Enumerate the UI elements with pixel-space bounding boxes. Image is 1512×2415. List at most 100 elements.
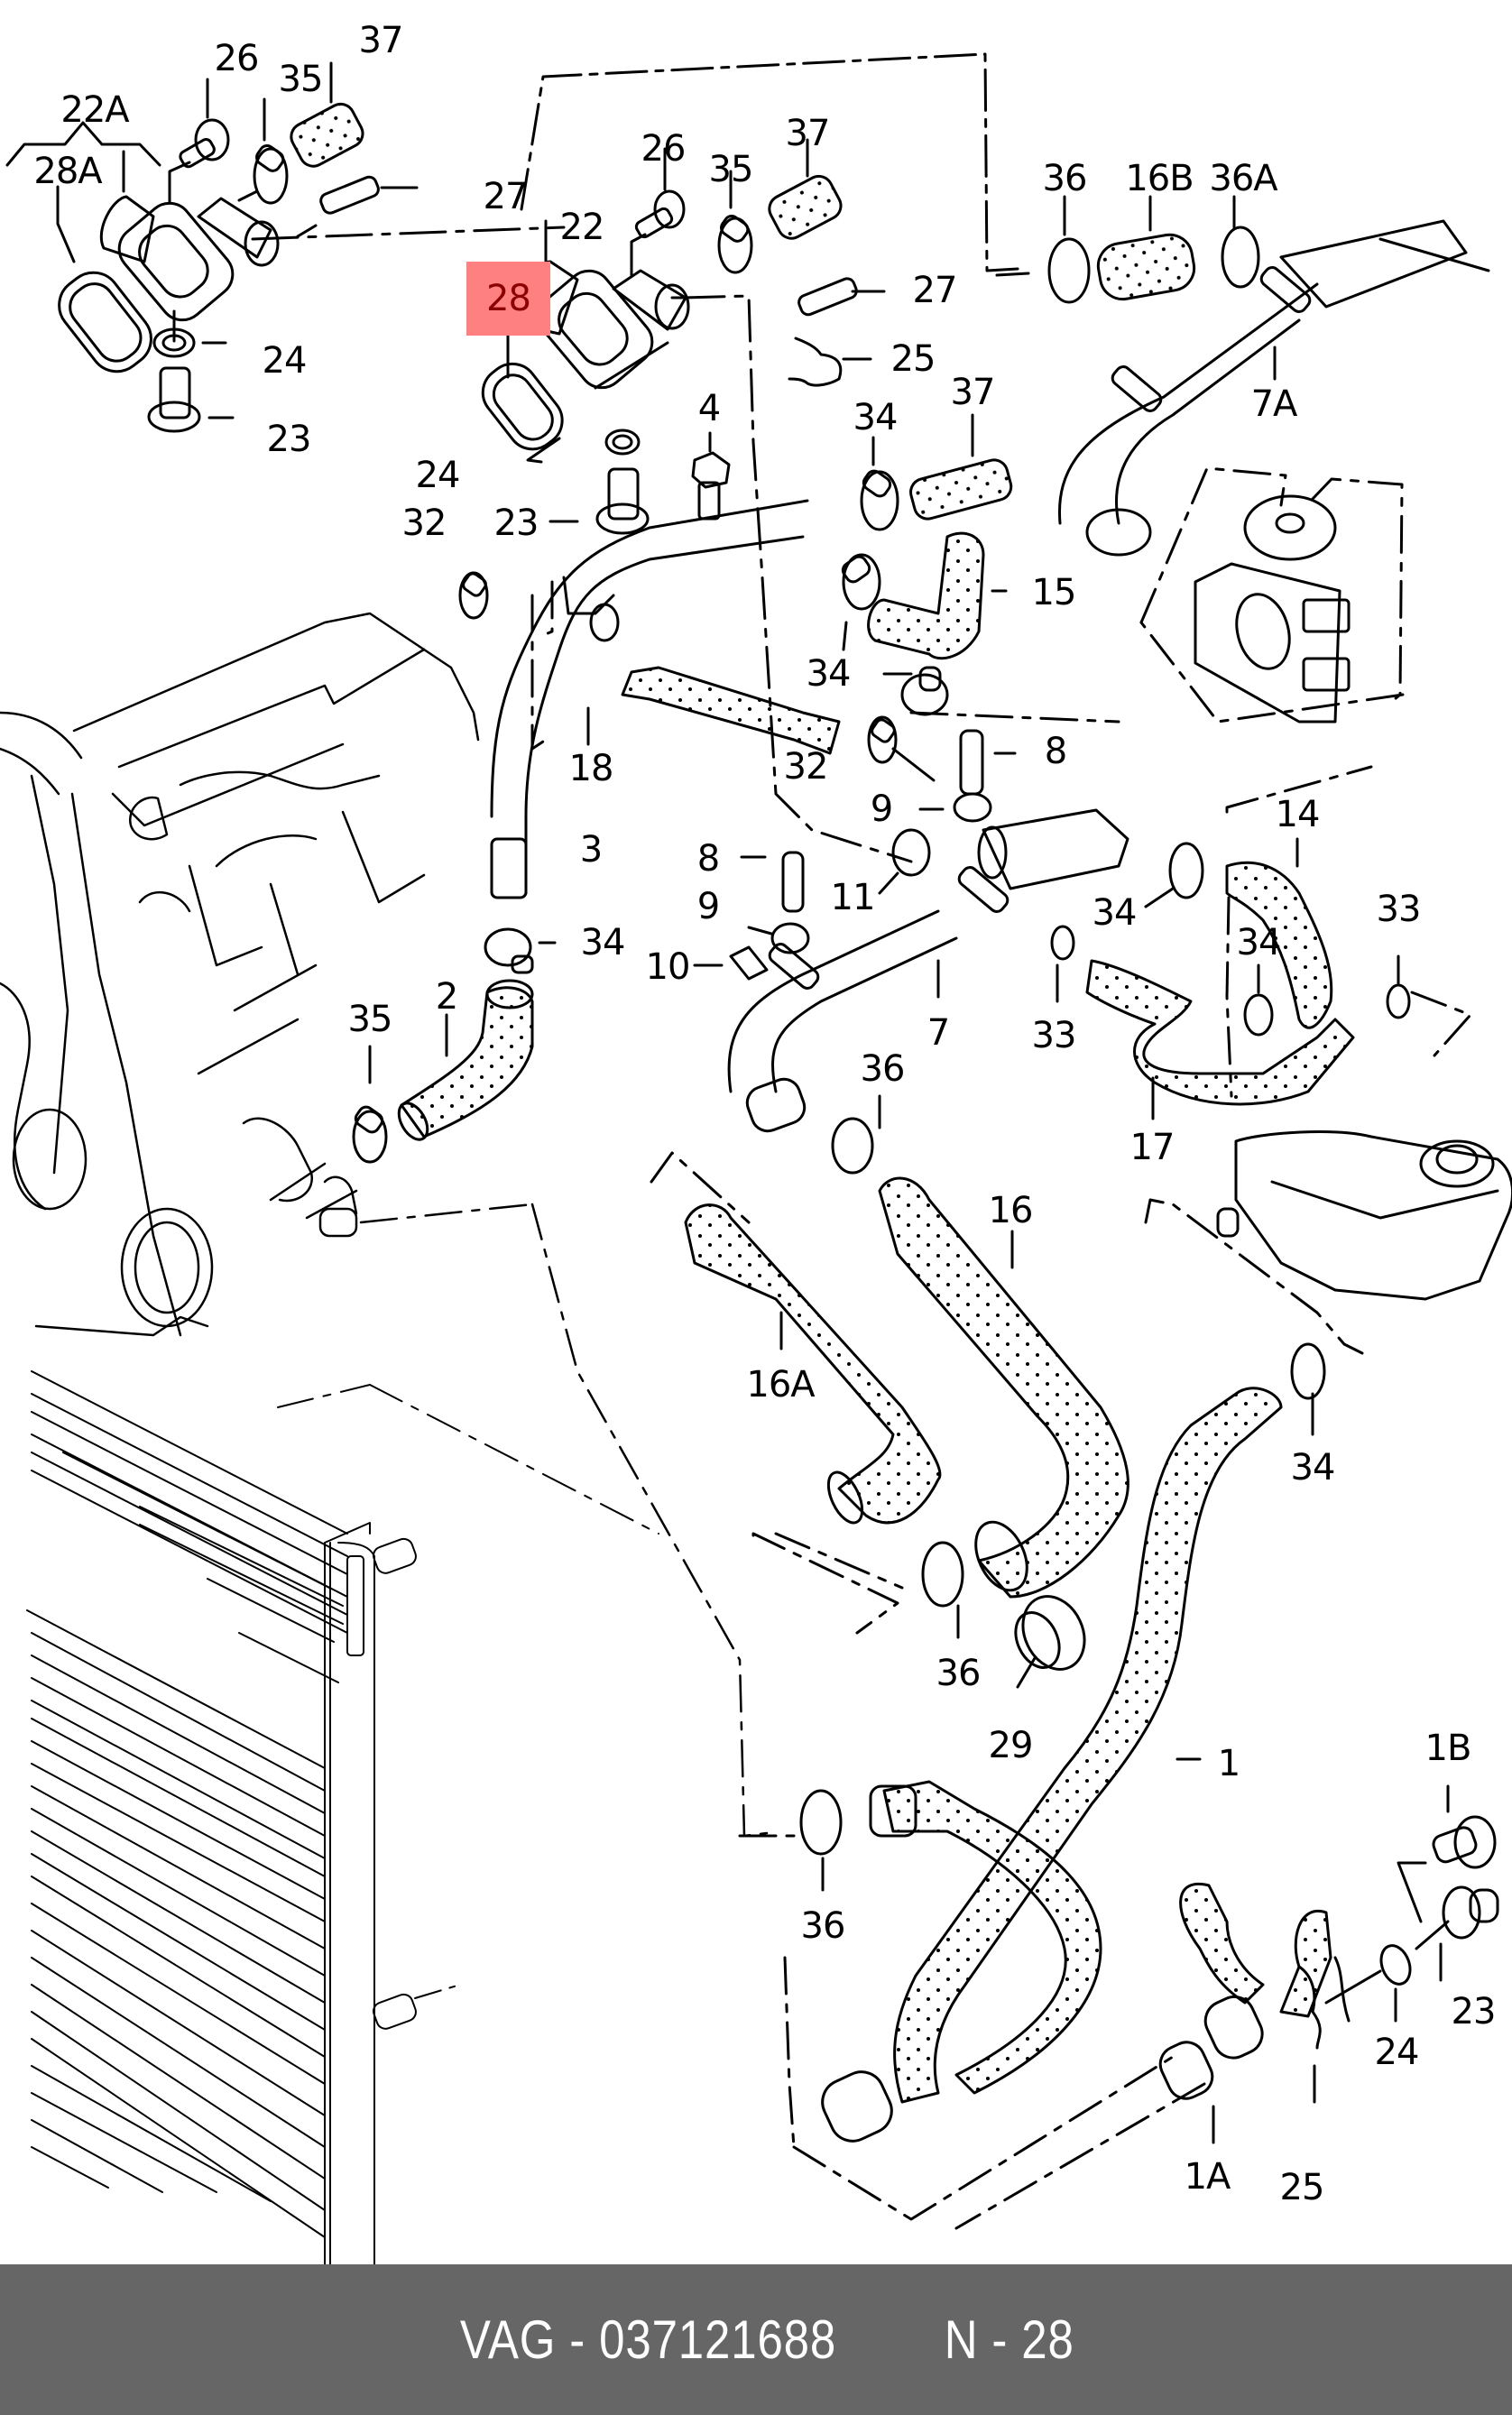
part-label-37[interactable]: 37: [785, 113, 831, 154]
hose-16: [878, 1176, 1129, 1599]
part-label-36[interactable]: 36: [800, 1905, 846, 1947]
part-label-23[interactable]: 23: [1451, 1991, 1497, 2032]
bolt-26-top-left: [168, 78, 230, 205]
hose-lower-branch: [821, 1780, 1102, 2143]
part-label-34[interactable]: 34: [1236, 922, 1282, 963]
part-label-3[interactable]: 3: [579, 829, 603, 871]
seal-24-center: [526, 429, 641, 464]
part-label-36[interactable]: 36: [1042, 158, 1088, 199]
part-label-1A[interactable]: 1A: [1184, 2156, 1231, 2198]
part-label-32[interactable]: 32: [401, 502, 447, 544]
part-label-36[interactable]: 36: [936, 1653, 982, 1694]
part-label-28A[interactable]: 28A: [33, 151, 102, 192]
part-label-34[interactable]: 34: [1092, 892, 1138, 934]
part-label-16[interactable]: 16: [988, 1190, 1034, 1231]
clamp-36-top-right: [995, 195, 1091, 304]
part-label-14[interactable]: 14: [1275, 794, 1321, 835]
part-label-8[interactable]: 8: [1044, 731, 1067, 772]
part-label-16A[interactable]: 16A: [746, 1364, 815, 1406]
part-label-9[interactable]: 9: [696, 886, 720, 927]
part-number-text: VAG - 037121688: [459, 2309, 836, 2370]
clamp-35-left: [352, 1045, 388, 1164]
part-label-27[interactable]: 27: [483, 176, 529, 217]
connector-1A: [954, 1883, 1332, 2230]
clamp-35-center: [717, 170, 753, 274]
part-label-17[interactable]: 17: [1129, 1127, 1175, 1168]
clamp-36-mid: [831, 1094, 881, 1175]
thermostat-housing-22A: [5, 121, 566, 322]
hose-14-frame: [1225, 765, 1373, 814]
part-label-18[interactable]: 18: [568, 748, 614, 789]
part-label-24[interactable]: 24: [262, 340, 308, 382]
seal-24-bottom: [1324, 1944, 1412, 2023]
part-label-7[interactable]: 7: [927, 1012, 950, 1054]
part-label-25[interactable]: 25: [890, 338, 936, 380]
part-label-24[interactable]: 24: [1374, 2032, 1420, 2073]
part-label-7A[interactable]: 7A: [1250, 383, 1298, 425]
part-label-32[interactable]: 32: [783, 746, 829, 788]
part-label-36[interactable]: 36: [860, 1048, 906, 1090]
clamp-34-mid: [841, 553, 881, 651]
part-label-29[interactable]: 29: [988, 1725, 1034, 1766]
part-label-22[interactable]: 22: [559, 207, 605, 248]
part-label-35[interactable]: 35: [278, 59, 324, 100]
part-label-1[interactable]: 1: [1217, 1743, 1240, 1784]
expansion-tank: [1216, 1130, 1512, 1301]
part-label-34[interactable]: 34: [853, 397, 899, 438]
part-label-34[interactable]: 34: [580, 922, 626, 963]
position-number-text: N - 28: [944, 2309, 1074, 2370]
pipe-3: [490, 499, 809, 899]
flange-and-pipe-7: [727, 808, 1129, 1133]
part-label-1B[interactable]: 1B: [1424, 1728, 1472, 1769]
part-label-37[interactable]: 37: [950, 372, 996, 413]
part-label-35[interactable]: 35: [347, 999, 393, 1040]
washer-9-upper: [918, 792, 992, 823]
hose-1: [893, 1387, 1283, 2104]
part-label-4[interactable]: 4: [697, 388, 721, 429]
part-label-37[interactable]: 37: [358, 20, 404, 61]
clamp-34-lower-right: [1144, 1198, 1364, 1436]
part-label-8[interactable]: 8: [696, 838, 720, 880]
radiator: [26, 1370, 659, 2264]
thermostat-housing-22: [515, 219, 913, 863]
part-label-35[interactable]: 35: [708, 149, 754, 190]
highlighted-part-callout[interactable]: 28: [466, 262, 550, 336]
part-label-25[interactable]: 25: [1279, 2167, 1325, 2208]
part-label-24[interactable]: 24: [415, 455, 461, 496]
sealant-25-bottom: [1297, 1956, 1351, 2104]
part-label-36A[interactable]: 36A: [1209, 158, 1277, 199]
hose-18: [586, 666, 841, 755]
part-label-23[interactable]: 23: [493, 502, 539, 544]
part-label-26[interactable]: 26: [214, 38, 260, 79]
part-label-26[interactable]: 26: [641, 128, 687, 170]
pipe-7A: [1057, 219, 1490, 557]
part-label-16B[interactable]: 16B: [1125, 158, 1194, 199]
cap-29: [1014, 1595, 1086, 1689]
plug-23-bottom: [1415, 1885, 1499, 1982]
plug-23-top-left: [147, 366, 235, 433]
connector-33-a: [1050, 925, 1075, 1003]
part-label-10[interactable]: 10: [645, 946, 691, 988]
part-label-34[interactable]: 34: [806, 653, 852, 695]
gasket-28: [481, 334, 564, 451]
part-number-banner: VAG - 037121688 N - 28: [0, 2264, 1512, 2415]
part-label-22A[interactable]: 22A: [60, 89, 129, 131]
bolt-8-upper: [959, 729, 1017, 796]
hose-16A: [650, 1151, 942, 1635]
group-frame-left: [539, 580, 554, 638]
part-label-15[interactable]: 15: [1031, 572, 1077, 613]
part-label-2[interactable]: 2: [435, 976, 458, 1018]
part-label-34[interactable]: 34: [1290, 1447, 1336, 1489]
part-label-11[interactable]: 11: [830, 877, 876, 918]
hose-37-center: [768, 138, 843, 240]
part-label-9[interactable]: 9: [870, 788, 893, 830]
parts-diagram: 28 22A 28A 26 35 37 27 24 23 26 35 37 22…: [0, 20, 1512, 2264]
plug-1B: [1397, 1784, 1497, 1923]
part-label-27[interactable]: 27: [912, 270, 958, 311]
part-label-33[interactable]: 33: [1376, 889, 1422, 930]
highlighted-part-number: 28: [486, 278, 531, 319]
clamp-34-left: [484, 927, 557, 974]
diagram-linework: [0, 52, 1512, 2264]
part-label-23[interactable]: 23: [266, 419, 312, 460]
part-label-33[interactable]: 33: [1031, 1015, 1077, 1056]
